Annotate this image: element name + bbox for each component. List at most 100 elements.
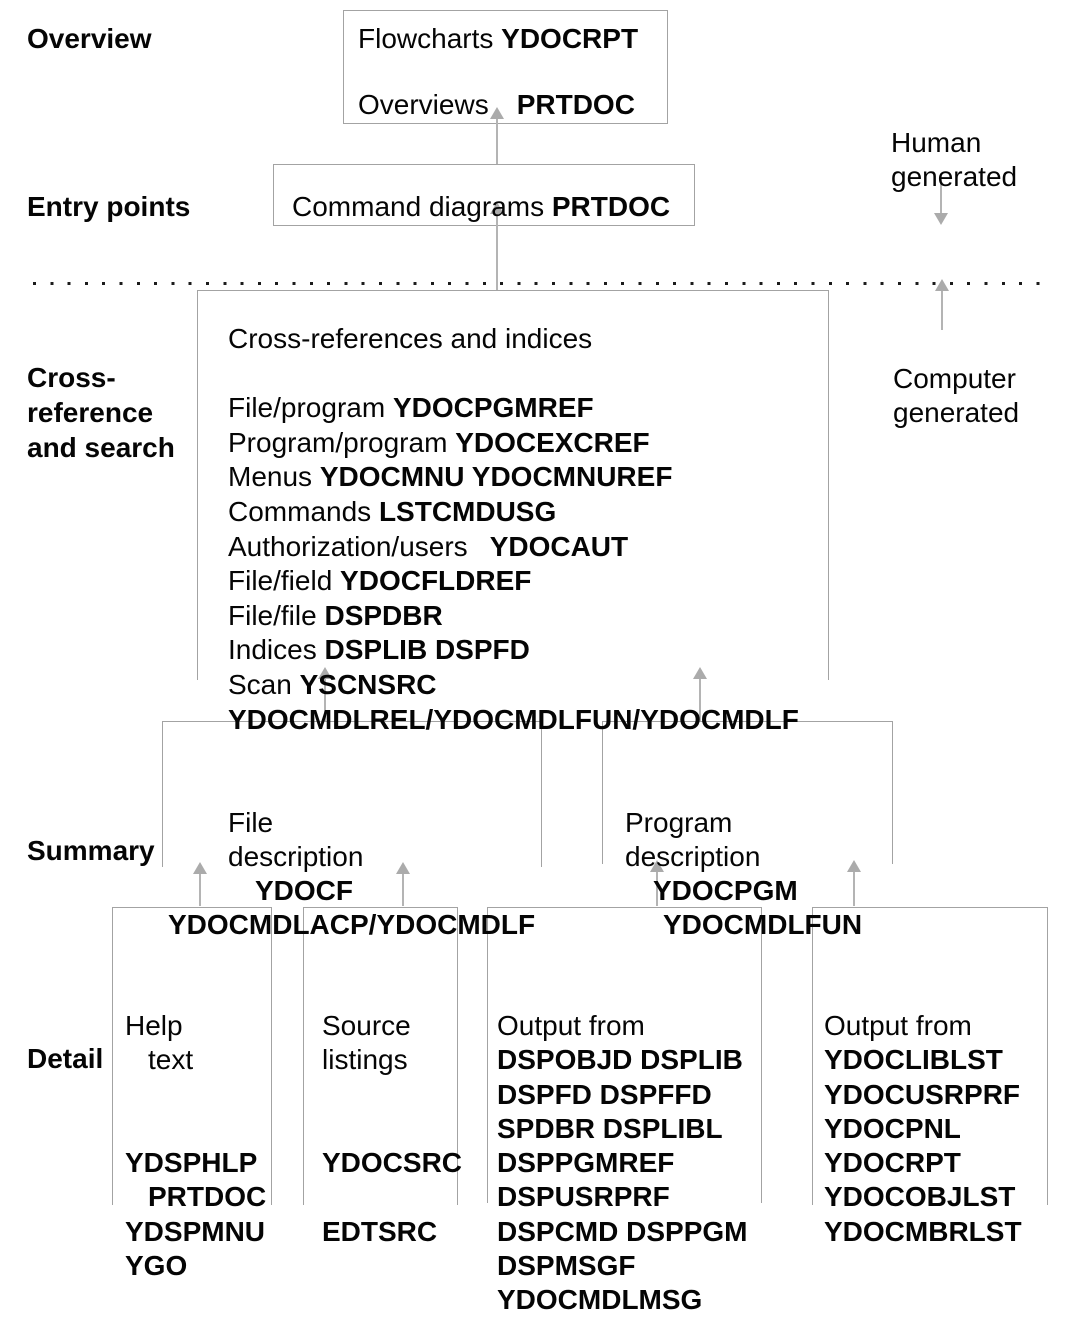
arrow-up-icon: [396, 862, 410, 906]
dotted-divider-line: [33, 282, 1048, 285]
command-name: YDOCMNU YDOCMNUREF: [319, 461, 673, 493]
text-line: YDOCSRC: [322, 1146, 462, 1180]
label-text: Output from: [497, 1010, 645, 1041]
summary-program-description-box: [602, 721, 893, 864]
label-text: Menus: [228, 461, 320, 493]
label-text: Cross-: [27, 362, 116, 393]
text-line: Program: [625, 806, 862, 840]
text-line: Human: [891, 126, 1017, 160]
arrow-down-icon: [934, 183, 948, 225]
label-text: Computer: [893, 363, 1016, 394]
command-name: YDOCMDLFUN: [663, 909, 863, 940]
label-text: description: [228, 841, 364, 872]
command-name: YDOCFLDREF: [340, 565, 532, 597]
text-line: DSPUSRPRF: [497, 1180, 747, 1214]
command-name: YDOCSRC: [322, 1147, 463, 1179]
cross-reference-box: [197, 290, 829, 680]
text-line: Computer: [893, 362, 1019, 396]
label-text: File/field: [228, 565, 341, 597]
label-text: Output from: [824, 1010, 972, 1041]
command-name: YDOCMDLACP/YDOCMDLF: [168, 909, 536, 940]
command-name: YDOCMBRLST: [824, 1215, 1022, 1247]
command-name: YDSPHLP: [125, 1147, 258, 1179]
text-line: YDOCUSRPRF: [824, 1078, 1022, 1112]
text-line: YDOCMDLMSG: [497, 1283, 747, 1317]
label-text: File/file: [228, 599, 325, 631]
text-line: PRTDOC: [125, 1180, 266, 1214]
text-line: [322, 1180, 462, 1214]
command-name: YDOCMDLREL/YDOCMDLFUN/YDOCMDLF: [228, 703, 799, 735]
text-line: Output from: [824, 1009, 1022, 1043]
text-line: [322, 1112, 462, 1146]
detail-output-dsp-box: [487, 907, 762, 1203]
text-line: File/field YDOCFLDREF: [228, 564, 799, 599]
text-line: DSPPGMREF: [497, 1146, 747, 1180]
text-line: [228, 357, 799, 392]
command-name: YGO: [125, 1250, 188, 1282]
text-line: Source: [322, 1009, 462, 1043]
text-line: YDSPHLP: [125, 1146, 266, 1180]
text-line: DSPFD DSPFFD: [497, 1078, 747, 1112]
text-line: SPDBR DSPLIBL: [497, 1112, 747, 1146]
entry-points-box-text: Command diagrams PRTDOC: [292, 190, 670, 224]
text-line: description: [228, 840, 535, 874]
command-name: YDOCAUT: [489, 530, 629, 562]
command-name: YSCNSRC: [299, 668, 437, 700]
arrow-up-icon: [935, 279, 949, 330]
command-name: YDOCEXCREF: [455, 426, 650, 458]
arrow-up-icon: [318, 667, 332, 721]
command-name: YDOCOBJLST: [824, 1181, 1016, 1213]
row-label-detail: Detail: [27, 1043, 104, 1074]
text-line: DSPMSGF: [497, 1249, 747, 1283]
summary-file-description-box: [162, 721, 542, 867]
command-name: YDOCRPT: [501, 23, 639, 54]
text-line: Program/program YDOCEXCREF: [228, 426, 799, 461]
label-text: Overviews: [358, 89, 489, 120]
command-name: YDOCRPT: [824, 1147, 961, 1179]
label-text: Program/program: [228, 426, 456, 458]
label-text: generated: [891, 161, 1018, 192]
text-line: Command diagrams PRTDOC: [292, 190, 670, 224]
command-name: YDSPMNU: [125, 1215, 266, 1247]
label-text: description: [625, 841, 761, 872]
command-name: EDTSRC: [322, 1215, 438, 1247]
label-text: Authorization/users: [228, 530, 468, 562]
text-line: Scan YSCNSRC: [228, 668, 799, 703]
label-text: File/program: [228, 392, 393, 424]
command-name: PRTDOC: [148, 1181, 267, 1213]
command-name: PRTDOC: [551, 191, 671, 222]
text-line: YDSPMNU: [125, 1215, 266, 1249]
text-line: YDOCMBRLST: [824, 1215, 1022, 1249]
text-line: and search: [27, 431, 175, 466]
text-line: File: [228, 806, 535, 840]
label-text: generated: [893, 397, 1020, 428]
text-line: text: [125, 1043, 266, 1077]
text-line: YDOCMDLFUN: [625, 908, 862, 942]
text-line: YDOCPGM: [625, 874, 862, 908]
label-text: Program: [625, 807, 733, 838]
arrow-up-icon: [650, 860, 664, 906]
command-name: YDOCPNL: [824, 1112, 961, 1144]
arrow-up-icon: [490, 107, 504, 164]
text-line: Cross-references and indices: [228, 322, 799, 357]
arrow-up-icon: [193, 862, 207, 906]
command-name: DSPCMD DSPPGM: [497, 1215, 748, 1247]
command-name: YDOCLIBLST: [824, 1044, 1003, 1076]
text-line: Help: [125, 1009, 266, 1043]
text-line: Output from: [497, 1009, 747, 1043]
label-text: Commands: [228, 495, 379, 527]
arrow-up-icon: [847, 860, 861, 906]
row-label-entry-points: Entry points: [27, 191, 191, 222]
text-line: YDOCMDLREL/YDOCMDLFUN/YDOCMDLF: [228, 703, 799, 738]
text-line: Indices DSPLIB DSPFD: [228, 633, 799, 668]
command-name: YDOCMDLMSG: [497, 1284, 703, 1316]
command-name: DSPDBR: [324, 599, 443, 631]
command-name: LSTCMDUSG: [378, 495, 557, 527]
label-text: Source: [322, 1010, 411, 1041]
text-line: File/program YDOCPGMREF: [228, 391, 799, 426]
text-line: generated: [891, 160, 1017, 194]
text-line: YDOCLIBLST: [824, 1043, 1022, 1077]
